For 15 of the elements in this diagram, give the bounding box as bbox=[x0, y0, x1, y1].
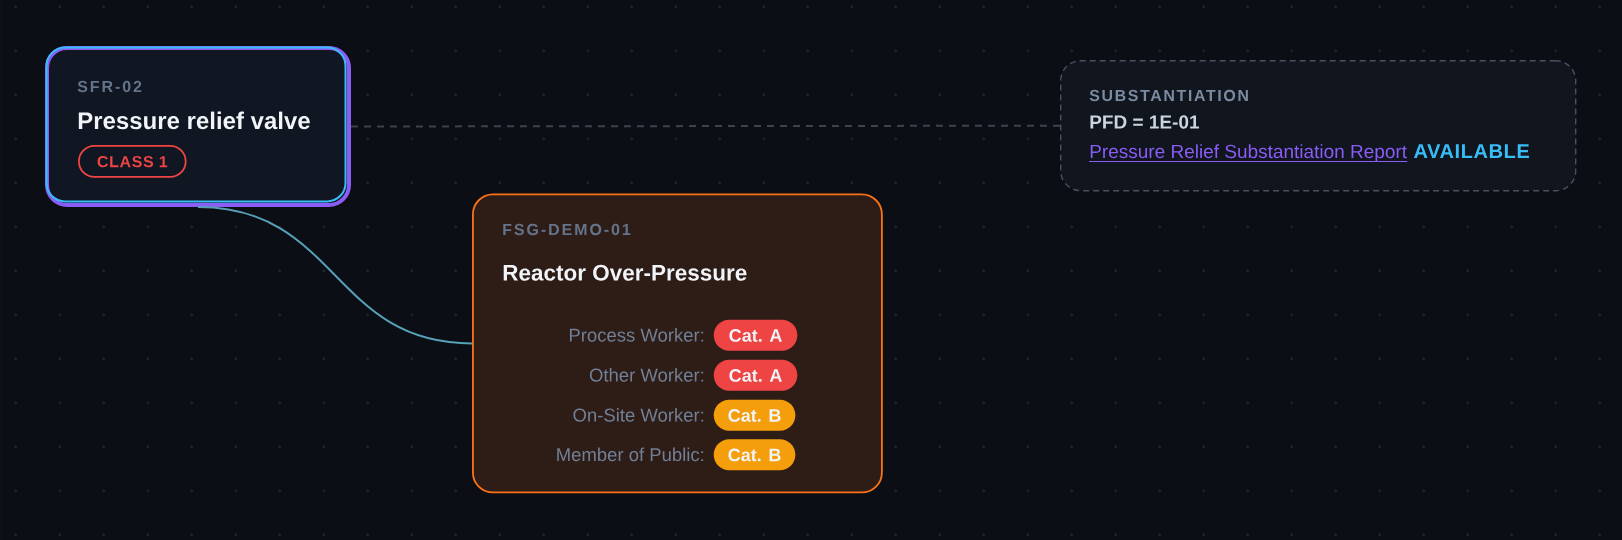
row-label: On-Site Worker: bbox=[573, 408, 704, 422]
curved-connector bbox=[197, 206, 473, 345]
value-text: PFD = 1E-01 bbox=[1090, 115, 1199, 129]
status-label: AVAILABLE bbox=[1414, 144, 1529, 158]
row-label: Other Worker: bbox=[589, 368, 704, 382]
row-label: Process Worker: bbox=[569, 328, 704, 342]
badge: CLASS 1 bbox=[78, 145, 187, 178]
row-label: Member of Public: bbox=[557, 447, 704, 462]
title: Pressure relief valve bbox=[78, 111, 310, 130]
title: Reactor Over-Pressure bbox=[503, 264, 747, 281]
id-label: FSG-DEMO-01 bbox=[503, 223, 631, 236]
dashed-connector bbox=[350, 124, 1061, 128]
id-label: SFR-02 bbox=[77, 80, 142, 93]
section-heading: SUBSTANTIATION bbox=[1089, 89, 1248, 102]
link: Pressure Relief Substantiation Report bbox=[1088, 144, 1408, 163]
